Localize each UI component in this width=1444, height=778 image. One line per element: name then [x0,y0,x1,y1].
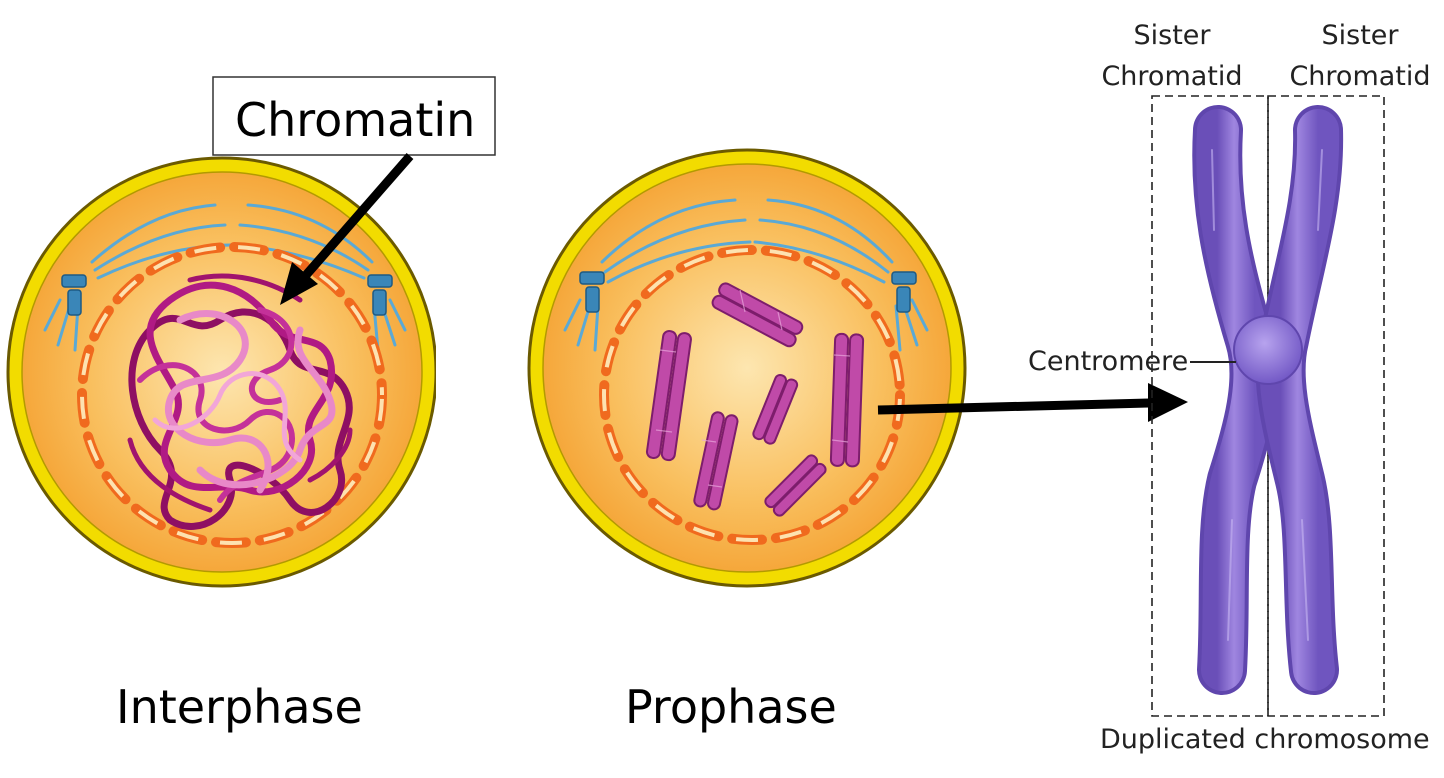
interphase-label: Interphase [116,680,363,734]
interphase-centrosome-left [61,274,87,316]
sister-chromatid-right-label: Sister Chromatid [1289,20,1430,92]
sister-chromatid-left-label: Sister Chromatid [1101,20,1242,92]
prophase-chromosome-3 [752,373,799,445]
zoom-arrow [877,398,1151,415]
interphase-cell [6,156,436,588]
centromere-label: Centromere [1028,346,1188,377]
duplicated-chromosome [1192,105,1344,695]
chromatin-arrow [296,153,414,285]
prophase-cell [527,148,967,588]
prophase-label: Prophase [625,680,837,734]
zoom-arrow-head [1148,383,1188,422]
duplicated-chromosome-label: Duplicated chromosome [1100,724,1430,755]
sister-chromatid-right-line1: Sister [1321,20,1399,51]
prophase-chromosome-1 [711,282,804,348]
prophase-chromosome-6 [764,454,827,517]
sister-chromatid-left-box [1151,95,1269,717]
sister-chromatid-left-line2: Chromatid [1101,61,1242,92]
prophase-centrosome-right [891,271,917,313]
centromere [1233,315,1303,385]
chromatin-label-box [212,76,496,156]
interphase-centrosome-right [367,274,393,316]
chromatin-label: Chromatin [235,93,475,147]
prophase-chromosome-4 [829,332,865,468]
prophase-centrosome-left [579,271,605,313]
prophase-chromosome-2 [645,330,692,462]
chromatin-arrow-head [280,262,318,305]
sister-chromatid-left-line1: Sister [1133,20,1211,51]
prophase-spindle-fibers [563,198,929,352]
sister-chromatid-right-line2: Chromatid [1289,61,1430,92]
chromatin-tangle [127,273,353,530]
